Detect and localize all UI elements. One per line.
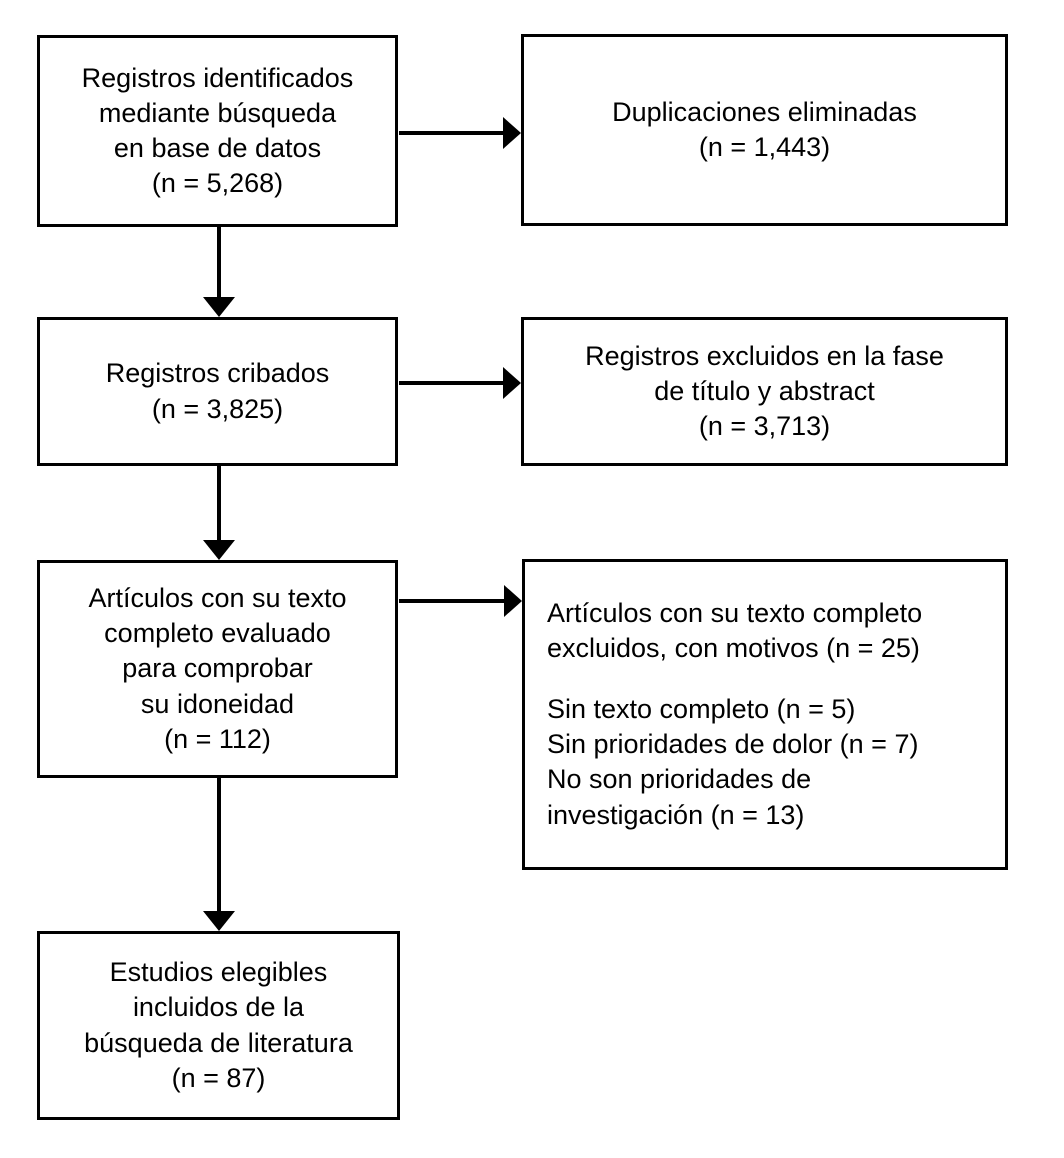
- full-text-excluded-reason-3b: investigación (n = 13): [547, 799, 805, 830]
- duplicates-removed-line-1: Duplicaciones eliminadas: [612, 96, 917, 127]
- arrow-screened-to-fulltext: [203, 466, 235, 560]
- studies-included-count: (n = 87): [171, 1062, 266, 1093]
- arrow-identified-to-duplicates: [399, 117, 521, 149]
- full-text-excluded-reason-2: Sin prioridades de dolor (n = 7): [547, 729, 919, 760]
- arrow-identified-to-screened: [203, 227, 235, 317]
- records-identified-box: Registros identificados mediante búsqued…: [37, 35, 398, 227]
- duplicates-removed-count: (n = 1,443): [698, 132, 831, 162]
- records-excluded-ta-line-2: de título y abstract: [654, 375, 875, 406]
- arrow-fulltext-to-included: [203, 778, 235, 931]
- arrow-fulltext-to-excluded-fulltext: [399, 585, 522, 617]
- records-identified-line-2: mediante búsqueda: [98, 97, 337, 128]
- duplicates-removed-box: Duplicaciones eliminadas (n = 1,443): [521, 34, 1008, 226]
- records-excluded-title-abstract-box: Registros excluidos en la fase de título…: [521, 317, 1008, 466]
- full-text-assessed-count: (n = 112): [164, 723, 271, 754]
- full-text-assessed-box: Artículos con su texto completo evaluado…: [37, 560, 398, 778]
- records-identified-line-1: Registros identificados: [81, 62, 354, 93]
- records-screened-line-1: Registros cribados: [105, 358, 330, 389]
- arrow-screened-to-excluded-title-abstract: [399, 367, 521, 399]
- full-text-excluded-reason-1: Sin texto completo (n = 5): [547, 694, 856, 725]
- studies-included-line-2: incluidos de la: [132, 992, 305, 1023]
- records-screened-count: (n = 3,825): [151, 393, 284, 424]
- full-text-excluded-line-1: Artículos con su texto completo: [547, 598, 923, 629]
- studies-included-line-1: Estudios elegibles: [109, 957, 328, 988]
- studies-included-line-3: búsqueda de literatura: [84, 1027, 353, 1058]
- records-identified-line-3: en base de datos: [113, 133, 322, 163]
- full-text-assessed-line-1: Artículos con su texto: [88, 583, 347, 614]
- records-excluded-ta-line-1: Registros excluidos en la fase: [585, 340, 944, 371]
- records-screened-box: Registros cribados (n = 3,825): [37, 317, 398, 466]
- records-identified-count: (n = 5,268): [151, 168, 284, 199]
- full-text-excluded-line-2: excluidos, con motivos (n = 25): [547, 633, 920, 664]
- records-excluded-ta-count: (n = 3,713): [698, 411, 831, 442]
- full-text-excluded-reason-3a: No son prioridades de: [547, 764, 812, 795]
- full-text-assessed-line-4: su idoneidad: [140, 688, 295, 719]
- full-text-assessed-line-2: completo evaluado: [104, 618, 331, 649]
- full-text-excluded-box: Artículos con su texto completo excluido…: [522, 559, 1008, 870]
- studies-included-box: Estudios elegibles incluidos de la búsqu…: [37, 931, 400, 1120]
- full-text-assessed-line-3: para comprobar: [122, 653, 313, 684]
